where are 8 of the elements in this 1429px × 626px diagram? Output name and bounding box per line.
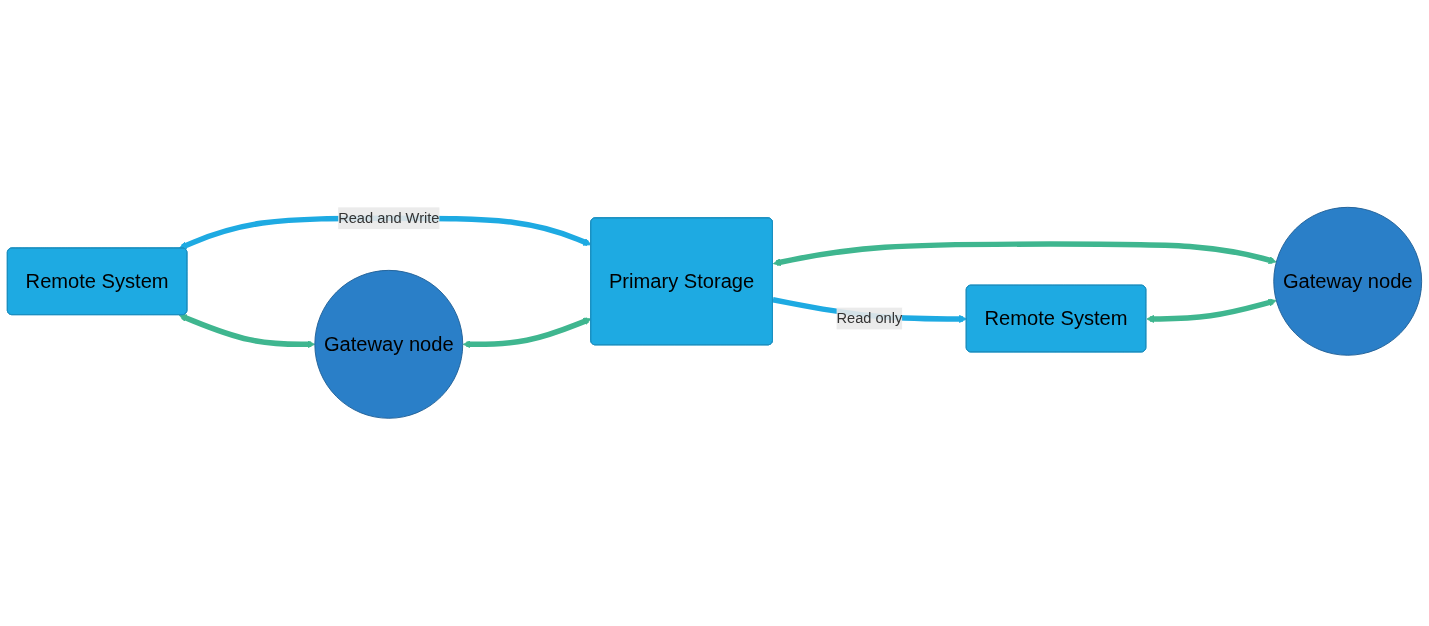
arrow — [178, 314, 316, 349]
edge-label: Read only — [836, 310, 903, 327]
arrow — [772, 241, 1277, 267]
arrow — [1146, 298, 1277, 324]
node-circle: Gateway node — [314, 270, 464, 419]
edge-label: Read and Write — [338, 210, 440, 226]
arrow — [462, 317, 592, 349]
node-circle: Gateway node — [1273, 207, 1423, 356]
